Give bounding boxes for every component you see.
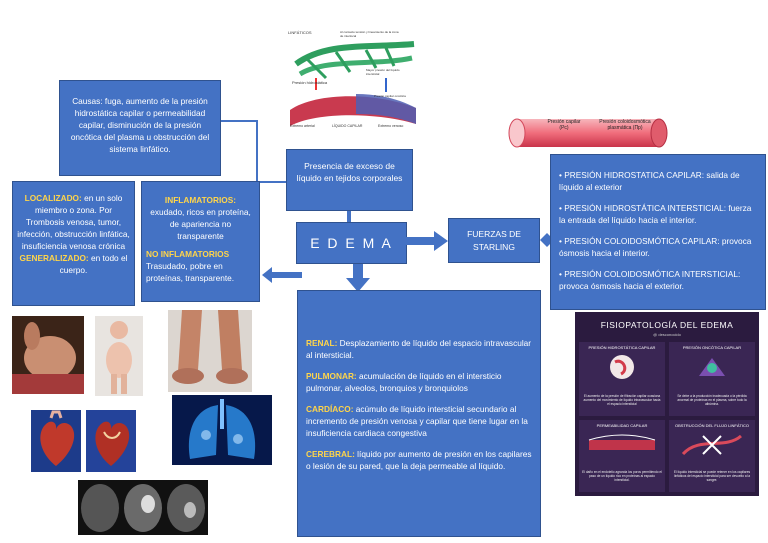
arrow-presencia-edema	[347, 211, 351, 223]
inflamatorios-text: exudado, ricos en proteína, de aparienci…	[150, 207, 251, 241]
presion-4: • PRESIÓN COLOIDOSMÓTICA INTERSTICIAL: p…	[559, 269, 741, 291]
fisio-cell-1: PRESIÓN HIDROSTÁTICA CAPILAR El aumento …	[579, 342, 665, 416]
fisio-cell-3: PERMEABILIDAD CAPILAR El daño en el endo…	[579, 420, 665, 492]
presencia-text: Presencia de exceso de líquido en tejido…	[296, 161, 403, 183]
arrow-edema-tipos	[346, 264, 370, 292]
tipo-cerebral: CEREBRAL: líquido por aumento de presión…	[306, 448, 534, 472]
photo-swollen-hand	[12, 316, 84, 394]
diagram-label-cap: LÍQUIDO CAPILAR	[332, 124, 363, 128]
lungs-graphic	[172, 395, 272, 465]
fisio-cell-4-text: El líquido intersticial se puede retener…	[673, 470, 751, 482]
arrow-edema-fuerzas	[406, 231, 448, 251]
tipo-cardiaco-label: CARDÍACO:	[306, 404, 354, 414]
mri-graphic	[78, 480, 208, 535]
photo-heart-2	[86, 410, 136, 472]
inflamatorios-label: INFLAMATORIOS:	[164, 195, 237, 205]
cell-1-graphic	[610, 355, 634, 379]
legs-graphic	[168, 310, 252, 392]
hand-graphic	[12, 316, 84, 394]
causas-box: Causas: fuga, aumento de la presión hidr…	[59, 80, 221, 176]
cell-4-graphic	[681, 434, 742, 456]
diagram-label-lymph: LINFÁTICOS	[288, 30, 312, 35]
tipo-cerebral-label: CEREBRAL:	[306, 449, 355, 459]
diagram-label-inter: Mayor presión del líquido intersticial	[366, 68, 400, 76]
tipo-renal-text: Desplazamiento de líquido del espacio in…	[306, 338, 532, 360]
fisio-cell-2: PRESIÓN ONCÓTICA CAPILAR Se debe a la pr…	[669, 342, 755, 416]
capillary-lymph-graphic	[290, 41, 416, 126]
no-inflamatorios-label: NO INFLAMATORIOS	[146, 249, 230, 259]
connector-causas-h2	[256, 181, 286, 183]
cell-3-graphic	[588, 434, 656, 450]
causas-text: Causas: fuga, aumento de la presión hidr…	[70, 96, 210, 154]
heart-graphic-2	[86, 410, 136, 472]
presion-2: • PRESIÓN HIDROSTÁTICA INTERSTICIAL: fue…	[559, 203, 752, 225]
fisio-cell-1-title: PRESIÓN HIDROSTÁTICA CAPILAR	[588, 345, 656, 350]
tipo-pulmonar: PULMONAR: acumulación de líquido en el i…	[306, 370, 534, 394]
localizado-box: LOCALIZADO: en un solo miembro o zona. P…	[12, 181, 135, 306]
child-graphic	[95, 316, 143, 396]
tipo-cardiaco-text: acúmulo de líquido intersticial secundar…	[306, 404, 528, 438]
fisio-cell-3-title: PERMEABILIDAD CAPILAR	[596, 423, 648, 428]
fisio-handle: @ desconocido	[653, 332, 681, 337]
presencia-box: Presencia de exceso de líquido en tejido…	[286, 149, 413, 211]
tipo-pulmonar-text: acumulación de líquido en el intersticio…	[306, 371, 502, 393]
presiones-box: • PRESIÓN HIDROSTATICA CAPILAR: salida d…	[550, 154, 766, 310]
vessel-label-pc: Presión capilar (Pc)	[547, 119, 581, 131]
localizado-label: LOCALIZADO:	[24, 193, 82, 203]
edema-title: E D E M A	[310, 235, 393, 251]
vessel-label-pp: Presión coloidosmótica plasmática (Πp)	[599, 119, 651, 131]
photo-brain-mri	[78, 480, 208, 535]
tipo-pulmonar-label: PULMONAR:	[306, 371, 357, 381]
edema-box: E D E M A	[296, 222, 407, 264]
fisio-cell-1-text: El aumento de la presión de filtración c…	[583, 394, 661, 406]
diagram-label-ven: Extremo venoso	[378, 124, 404, 128]
inflamatorios-box: INFLAMATORIOS: exudado, ricos en proteín…	[141, 181, 260, 302]
connector-causas	[221, 120, 257, 122]
cell-2-graphic	[699, 358, 725, 376]
diagram-label-note: Al contacto tensión y lineamiento de la …	[340, 30, 399, 38]
connector-causas-v	[256, 120, 258, 182]
presion-1: • PRESIÓN HIDROSTATICA CAPILAR: salida d…	[559, 170, 740, 192]
diagram-label-onc: Presión capilar oncótica	[374, 94, 406, 98]
photo-lungs	[172, 395, 272, 465]
arrow-edema-inflamatorios	[262, 267, 302, 283]
vessel-graphic	[508, 118, 668, 148]
generalizado-label: GENERALIZADO:	[19, 253, 89, 263]
fisio-title: FISIOPATOLOGÍA DEL EDEMA	[600, 320, 734, 330]
photo-child-edema	[95, 316, 143, 396]
fuerzas-text: FUERZAS DE STARLING	[467, 229, 521, 252]
vessel-diagram: Presión capilar (Pc) Presión coloidosmót…	[505, 113, 671, 151]
fisiopatologia-infographic: FISIOPATOLOGÍA DEL EDEMA @ desconocido P…	[575, 312, 759, 496]
tipo-renal: RENAL: Desplazamiento de líquido del esp…	[306, 337, 534, 361]
diagram-label-hydro: Presión hidrostática	[292, 80, 328, 85]
tipo-renal-label: RENAL:	[306, 338, 338, 348]
diagram-label-art: Extremo arterial	[290, 124, 315, 128]
fuerzas-box: FUERZAS DE STARLING	[448, 218, 540, 263]
fisio-cell-2-title: PRESIÓN ONCÓTICA CAPILAR	[682, 345, 742, 350]
generalizado-text: en todo el cuerpo.	[59, 253, 128, 275]
capillary-lymph-diagram: LINFÁTICOS Al contacto tensión y lineami…	[286, 28, 420, 130]
fisio-cell-3-text: El daño en el endotelio agranda los poro…	[582, 470, 662, 482]
tipo-cerebral-text: líquido por aumento de presión en los ca…	[306, 449, 532, 471]
localizado-text: en un solo miembro o zona. Por Trombosis…	[17, 193, 130, 251]
tipo-cardiaco: CARDÍACO: acúmulo de líquido intersticia…	[306, 403, 534, 439]
no-inflamatorios-text: Trasudado, pobre en proteínas, transpare…	[146, 261, 235, 283]
photo-heart-1	[31, 410, 81, 472]
photo-swollen-legs	[168, 310, 252, 392]
presion-3: • PRESIÓN COLOIDOSMÓTICA CAPILAR: provoc…	[559, 236, 752, 258]
heart-graphic-1	[31, 410, 81, 472]
fisio-cell-4-title: OBSTRUCCIÓN DEL FLUJO LINFÁTICO	[674, 423, 750, 428]
fisio-cell-2-text: Se debe a la producción inadecuada o la …	[677, 394, 747, 406]
fisio-cell-4: OBSTRUCCIÓN DEL FLUJO LINFÁTICO El líqui…	[669, 420, 755, 492]
tipos-box: RENAL: Desplazamiento de líquido del esp…	[297, 290, 541, 537]
